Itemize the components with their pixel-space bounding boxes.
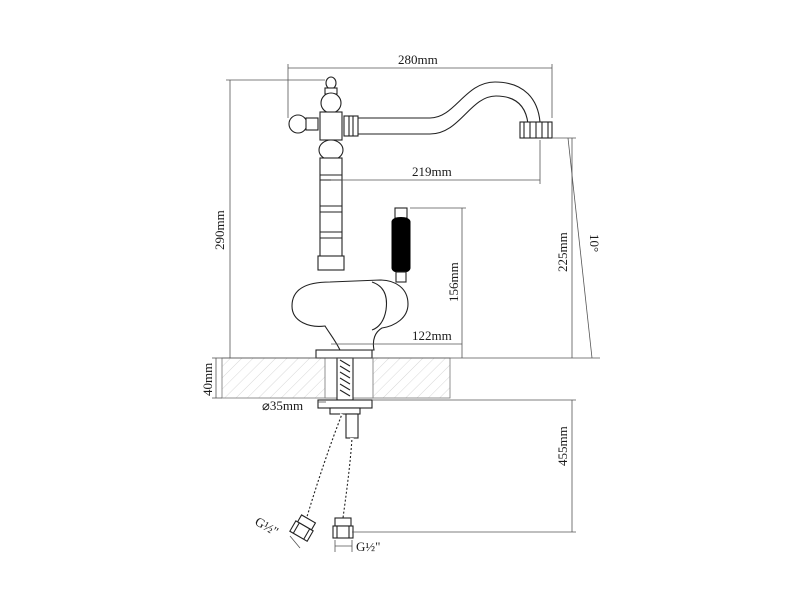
label-lever-height: 156mm [446, 262, 461, 302]
lever-handle [391, 207, 411, 283]
label-width-total: 280mm [398, 52, 438, 67]
label-height-total: 290mm [212, 210, 227, 250]
dimension-lines [212, 64, 600, 552]
label-spout-height: 225mm [555, 232, 570, 272]
faucet-body [288, 76, 553, 351]
mounting-assembly [315, 349, 373, 439]
countertop [221, 357, 451, 399]
label-hose-length: 455mm [555, 426, 570, 466]
label-hole-diameter: ⌀35mm [262, 398, 303, 413]
supply-hoses [289, 413, 354, 543]
label-countertop: 40mm [200, 363, 215, 396]
label-thread-left: G½" [253, 514, 282, 539]
label-spout-reach: 219mm [412, 164, 452, 179]
label-lever-reach: 122mm [412, 328, 452, 343]
label-angle: 10° [587, 234, 602, 252]
dimension-labels: 280mm 219mm 290mm 40mm 156mm 122mm 225mm… [200, 52, 602, 554]
label-thread-right: G½" [356, 539, 380, 554]
